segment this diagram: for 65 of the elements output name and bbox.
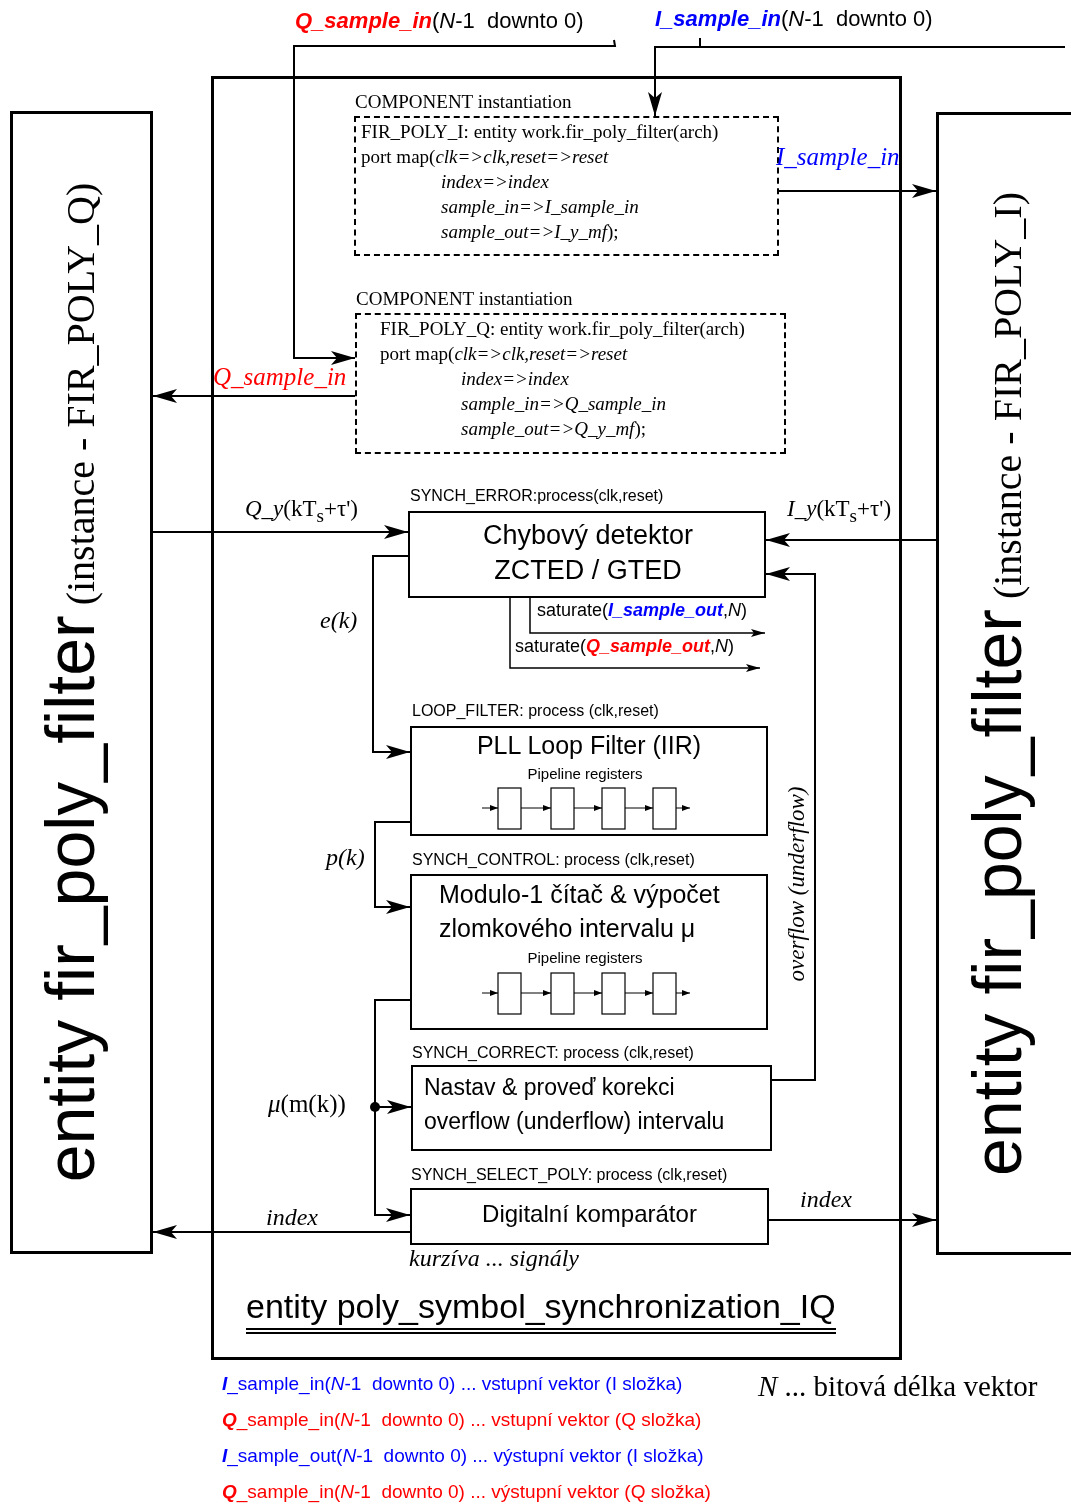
- arrow: [778, 184, 937, 198]
- note-text: kurzíva ... signály: [409, 1245, 579, 1272]
- entity-name: entity fir_poly_filter: [31, 615, 109, 1183]
- edge-label: e(k): [320, 607, 358, 634]
- entity-title: entity poly_symbol_synchronization_IQ: [246, 1287, 836, 1334]
- box-heading: COMPONENT instantiation: [355, 91, 572, 113]
- arrow: [509, 597, 761, 672]
- edge-label: I_y(kT$_{s}$+τ'): [787, 496, 892, 527]
- edge-label: saturate(Q_sample_out,N): [515, 636, 735, 657]
- code-line: sample_out=>I_y_mf);: [441, 221, 619, 243]
- arrow: [765, 533, 937, 547]
- edge-label: Q_y(kT$_{s}$+τ'): [245, 496, 359, 527]
- box-text: PLL Loop Filter (IIR): [475, 731, 703, 760]
- process-heading: SYNCH_CORRECT: process (clk,reset): [412, 1044, 694, 1062]
- edge-label: p(k): [326, 844, 365, 871]
- edge-label: overflow (underflow): [784, 785, 810, 984]
- code-line: FIR_POLY_I: entity work.fir_poly_filter(arch): [361, 121, 719, 143]
- box-text: Digitalní komparátor: [481, 1200, 698, 1228]
- legend-text: I_sample_out(N-1 downto 0) ... výstupní vektor (I složka): [222, 1445, 704, 1467]
- arrow: [765, 567, 816, 1081]
- arrow: [152, 389, 356, 403]
- signal-name: I_sample_in(N-1 downto 0): [655, 6, 933, 32]
- edge-label: Q_sample_in: [213, 363, 347, 391]
- instance-label: (instance - FIR_POLY_I): [983, 191, 1030, 599]
- box-text: Chybový detektor ZCTED / GTED: [481, 519, 695, 587]
- process-heading: SYNCH_CONTROL: process (clk,reset): [412, 851, 695, 869]
- code-line: port map(clk=>clk,reset=>reset: [361, 146, 609, 168]
- box-heading: COMPONENT instantiation: [356, 288, 573, 310]
- arrow: [374, 821, 411, 914]
- edge-label: μ(m(k)): [268, 1090, 346, 1118]
- note-text: N ... bitová délka vektor: [758, 1370, 1038, 1403]
- arrow: [648, 37, 701, 117]
- arrow: [372, 555, 411, 759]
- drawing-caption: Pipeline registers: [526, 949, 644, 966]
- legend-text: I_sample_in(N-1 downto 0) ... vstupní vektor (I složka): [222, 1373, 683, 1395]
- entity-box: [936, 112, 1071, 1255]
- edge-label: index: [266, 1204, 318, 1231]
- drawing-caption: Pipeline registers: [526, 765, 644, 782]
- arrow: [529, 597, 766, 637]
- process-heading: SYNCH_ERROR:process(clk,reset): [410, 487, 664, 505]
- process-heading: SYNCH_SELECT_POLY: process (clk,reset): [411, 1166, 728, 1184]
- edge-label: I_sample_in: [776, 143, 900, 171]
- code-line: index=>index: [461, 368, 569, 390]
- entity-name: entity fir_poly_filter: [957, 608, 1035, 1176]
- edge-label: saturate(I_sample_out,N): [537, 600, 748, 621]
- entity-box: [10, 111, 153, 1254]
- arrow: [152, 1225, 411, 1239]
- arrow: [293, 39, 617, 365]
- box-text: Nastav & proveď korekci overflow (underflow) intervalu: [424, 1073, 726, 1136]
- legend-text: Q_sample_in(N-1 downto 0) ... výstupní vektor (Q složka): [222, 1481, 711, 1503]
- edge-label: index: [800, 1186, 852, 1213]
- code-line: sample_in=>Q_sample_in: [461, 393, 667, 415]
- instance-label: (instance - FIR_POLY_Q): [57, 182, 104, 606]
- box-text: Modulo-1 čítač & výpočet zlomkového intervalu μ: [439, 879, 721, 944]
- code-line: sample_out=>Q_y_mf);: [461, 418, 646, 440]
- signal-name: Q_sample_in(N-1 downto 0): [295, 8, 584, 34]
- code-line: sample_in=>I_sample_in: [441, 196, 639, 218]
- entity-box: [211, 76, 902, 1360]
- arrow: [152, 525, 409, 539]
- code-line: FIR_POLY_Q: entity work.fir_poly_filter(arch): [380, 318, 745, 340]
- legend-text: Q_sample_in(N-1 downto 0) ... vstupní vektor (Q složka): [222, 1409, 702, 1431]
- arrow: [768, 1213, 937, 1227]
- process-heading: LOOP_FILTER: process (clk,reset): [412, 702, 659, 720]
- code-line: index=>index: [441, 171, 549, 193]
- code-line: port map(clk=>clk,reset=>reset: [380, 343, 628, 365]
